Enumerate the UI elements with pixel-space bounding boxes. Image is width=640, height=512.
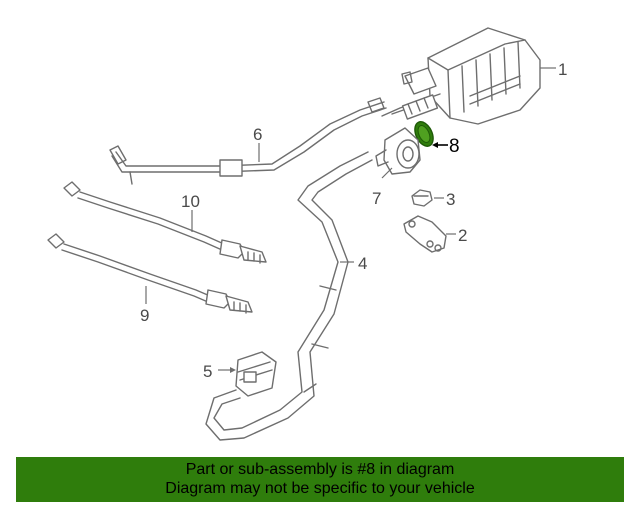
parts-diagram: 1 8 7 3 2 6 xyxy=(47,27,567,441)
part-7-vent-valve xyxy=(375,127,421,175)
callout-8: 8 xyxy=(449,136,460,157)
callout-10: 10 xyxy=(181,192,200,211)
part-2-bracket xyxy=(403,215,447,253)
leader-arrow-8 xyxy=(432,142,438,148)
callout-5: 5 xyxy=(203,362,212,381)
part-6-vapor-line xyxy=(109,97,387,185)
part-8-seal-highlighted xyxy=(414,121,434,147)
callout-1: 1 xyxy=(558,60,567,79)
part-10-oxygen-sensor xyxy=(63,181,267,264)
banner-line-part-number: Part or sub-assembly is #8 in diagram xyxy=(185,461,455,478)
callout-4: 4 xyxy=(358,254,367,273)
part-4-purge-hose xyxy=(205,151,373,441)
callout-9: 9 xyxy=(140,306,149,325)
callout-2: 2 xyxy=(458,226,467,245)
part-5-hose-bracket xyxy=(235,351,277,397)
leader-line-7 xyxy=(381,167,393,179)
part-9-oxygen-sensor xyxy=(47,233,253,314)
leader-arrow-5 xyxy=(230,367,236,373)
part-1-vapor-canister xyxy=(381,27,541,125)
part-3-nut xyxy=(411,189,433,207)
callout-6: 6 xyxy=(253,125,262,144)
banner-line-disclaimer: Diagram may not be specific to your vehi… xyxy=(165,480,475,497)
callout-3: 3 xyxy=(446,190,455,209)
callout-7: 7 xyxy=(372,189,381,208)
part-info-banner: Part or sub-assembly is #8 in diagram Di… xyxy=(16,457,624,502)
